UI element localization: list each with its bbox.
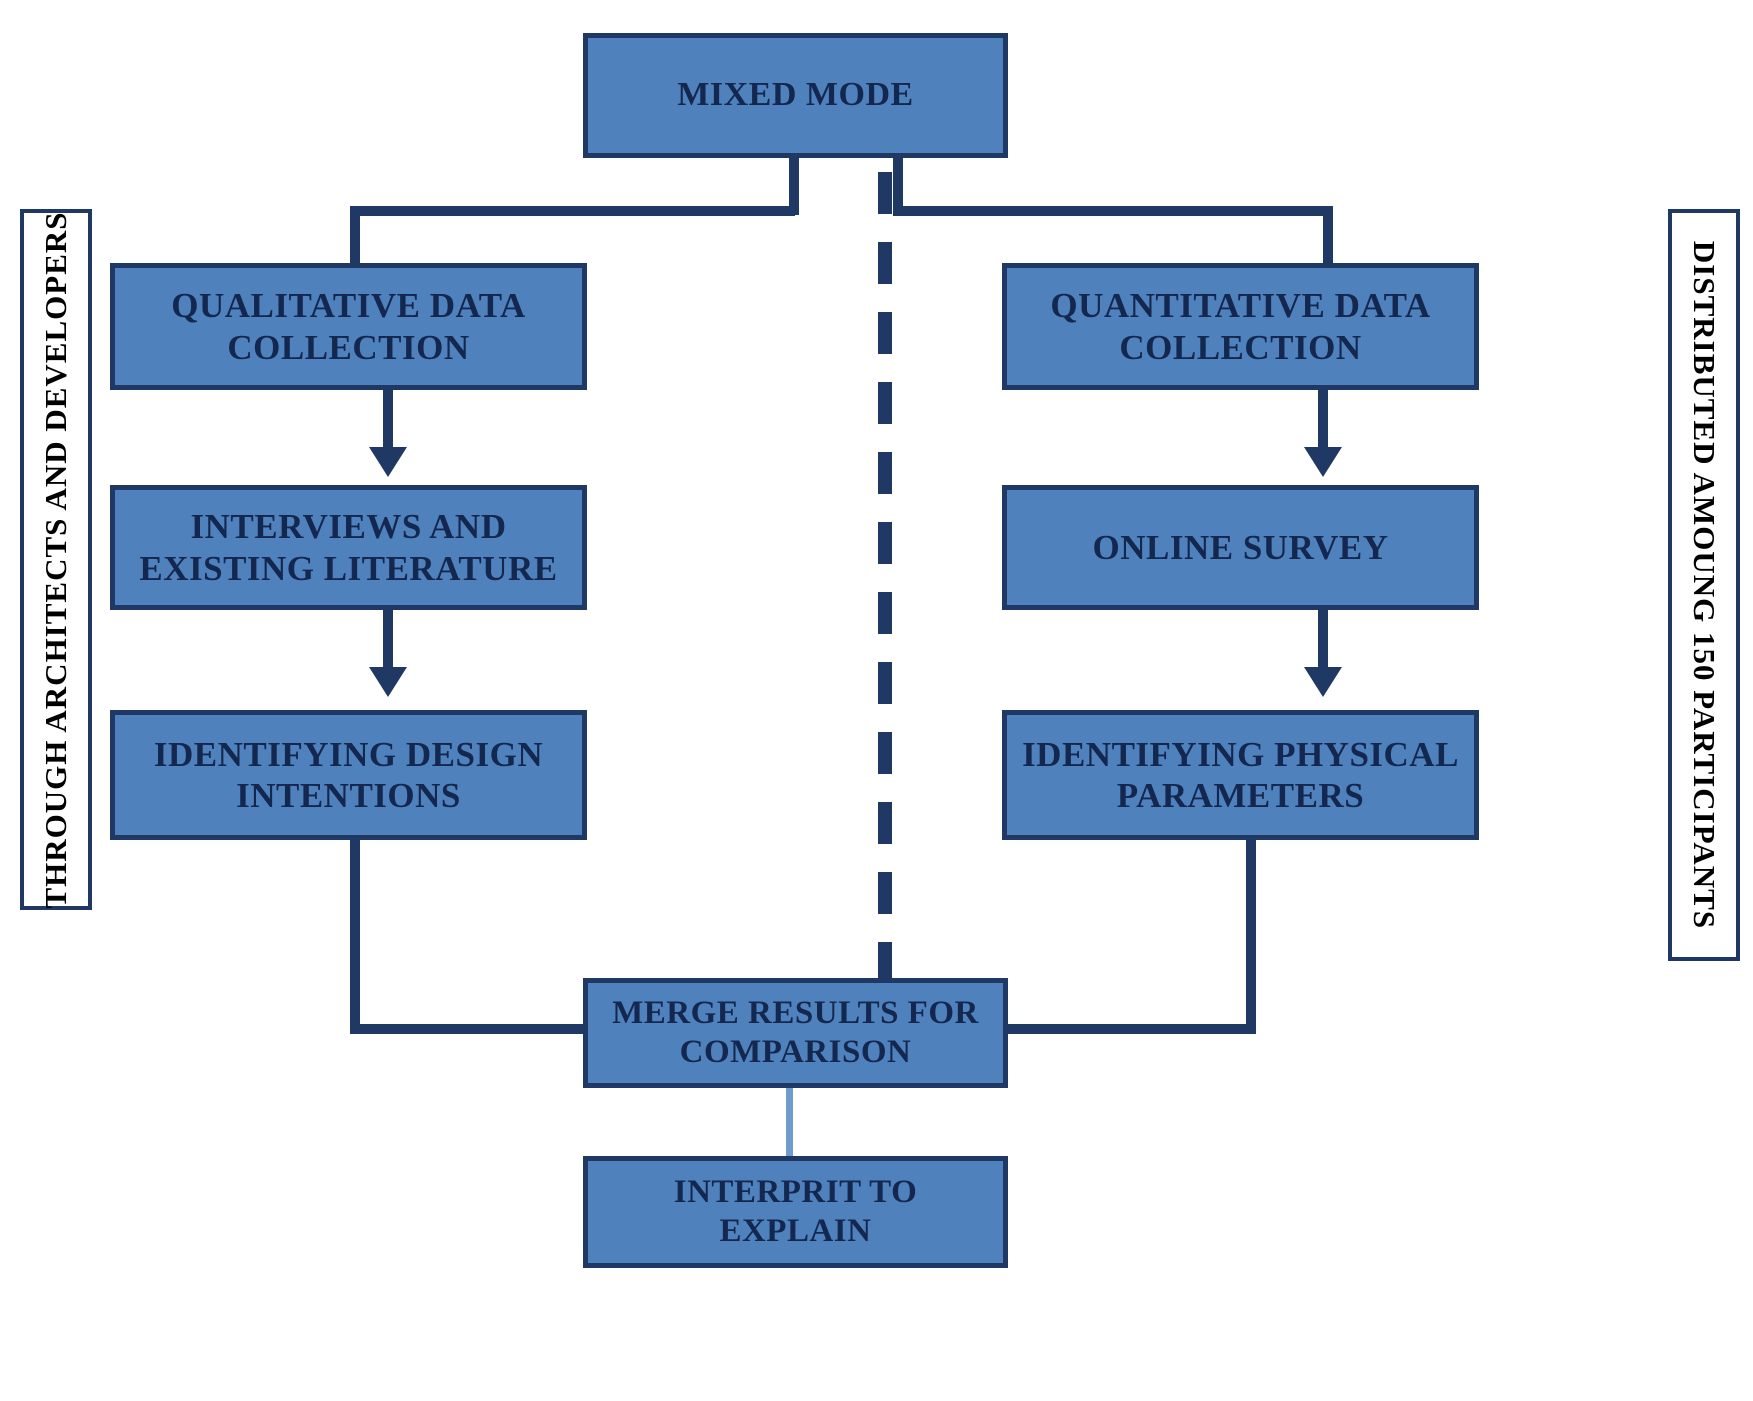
caption-right-text: DISTRIBUTED AMOUNG 150 PARTICIPANTS — [1687, 240, 1722, 930]
node-right-1-label: QUANTITATIVE DATA COLLECTION — [1050, 286, 1431, 367]
connector-bus-right — [893, 206, 1333, 216]
connector-merge-interpret — [786, 1086, 793, 1158]
arrowhead-right-2-3 — [1304, 667, 1342, 697]
connector-left-drop — [350, 206, 360, 268]
node-qualitative-data-collection[interactable]: QUALITATIVE DATA COLLECTION — [110, 263, 587, 390]
connector-left-tail-horizontal — [350, 1024, 600, 1034]
node-right-2-label: ONLINE SURVEY — [1092, 527, 1389, 567]
node-merge-label: MERGE RESULTS FOR COMPARISON — [612, 995, 979, 1070]
connector-right-1-2 — [1318, 388, 1328, 450]
connector-right-drop — [1323, 206, 1333, 268]
node-interpret-label: INTERPRIT TO EXPLAIN — [673, 1174, 918, 1249]
caption-right-panel: DISTRIBUTED AMOUNG 150 PARTICIPANTS — [1668, 209, 1740, 961]
node-right-3-label: IDENTIFYING PHYSICAL PARAMETERS — [1022, 734, 1459, 815]
node-left-1-label: QUALITATIVE DATA COLLECTION — [171, 286, 526, 367]
connector-right-tail-vertical — [1246, 838, 1256, 1034]
arrowhead-left-2-3 — [369, 667, 407, 697]
node-identifying-design-intentions[interactable]: IDENTIFYING DESIGN INTENTIONS — [110, 710, 587, 840]
divider-dashed-line — [878, 172, 892, 1072]
connector-root-stem — [789, 155, 799, 215]
connector-right-tail-horizontal — [1000, 1024, 1256, 1034]
node-interprit-to-explain[interactable]: INTERPRIT TO EXPLAIN — [583, 1156, 1008, 1268]
node-online-survey[interactable]: ONLINE SURVEY — [1002, 485, 1479, 610]
node-interviews-existing-literature[interactable]: INTERVIEWS AND EXISTING LITERATURE — [110, 485, 587, 610]
connector-left-tail-vertical — [350, 838, 360, 1034]
connector-left-2-3 — [383, 608, 393, 670]
arrowhead-right-1-2 — [1304, 447, 1342, 477]
caption-left-panel: THROUGH ARCHITECTS AND DEVELOPERS — [20, 209, 92, 910]
node-root-label: MIXED MODE — [677, 76, 914, 114]
connector-left-1-2 — [383, 388, 393, 450]
connector-root-stem-right — [893, 155, 903, 213]
node-left-2-label: INTERVIEWS AND EXISTING LITERATURE — [139, 507, 558, 588]
node-quantitative-data-collection[interactable]: QUANTITATIVE DATA COLLECTION — [1002, 263, 1479, 390]
connector-right-2-3 — [1318, 608, 1328, 670]
node-left-3-label: IDENTIFYING DESIGN INTENTIONS — [153, 734, 544, 815]
node-merge-results-for-comparison[interactable]: MERGE RESULTS FOR COMPARISON — [583, 978, 1008, 1088]
arrowhead-left-1-2 — [369, 447, 407, 477]
caption-left-text: THROUGH ARCHITECTS AND DEVELOPERS — [38, 210, 73, 909]
node-identifying-physical-parameters[interactable]: IDENTIFYING PHYSICAL PARAMETERS — [1002, 710, 1479, 840]
connector-bus-left — [350, 206, 795, 216]
node-root-mixed-mode[interactable]: MIXED MODE — [583, 33, 1008, 158]
